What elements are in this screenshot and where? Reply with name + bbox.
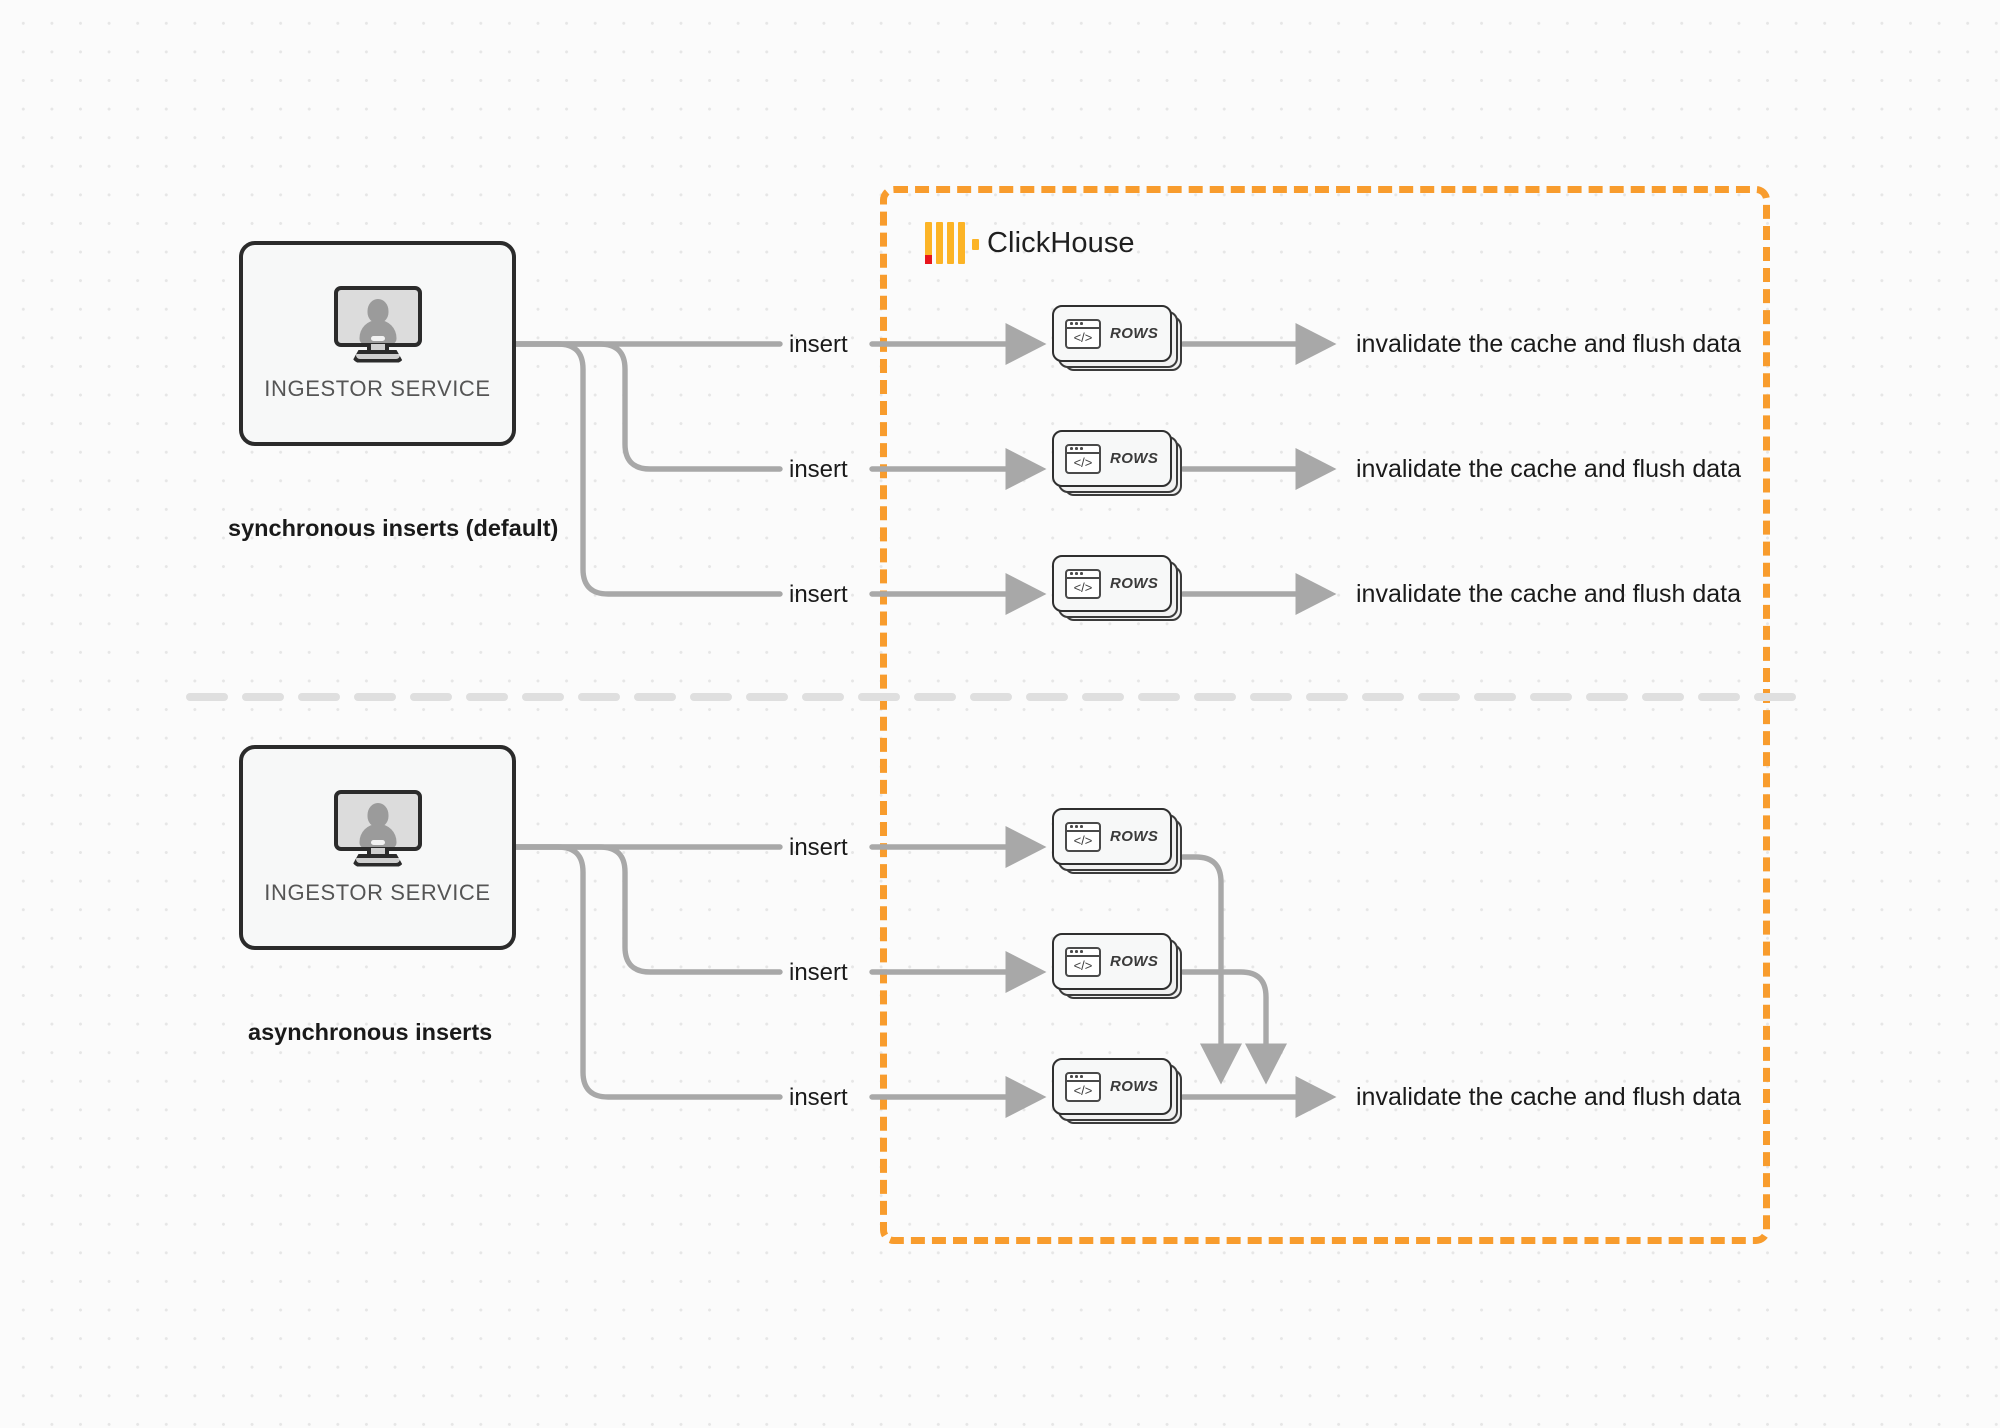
insert-label-sync-3: insert (789, 581, 848, 608)
ingestor-service-label: INGESTOR SERVICE (264, 375, 491, 401)
insert-label-async-2: insert (789, 959, 848, 986)
monitor-indicator (370, 335, 385, 341)
ingestor-service-sync[interactable]: INGESTOR SERVICE (239, 241, 516, 446)
code-window-glyph: </> (1073, 958, 1093, 973)
rows-node-async-1[interactable]: </> ROWS (1052, 808, 1184, 874)
code-window-glyph: </> (1073, 1083, 1093, 1098)
monitor-screen (333, 789, 422, 851)
output-label-sync-3: invalidate the cache and flush data (1356, 580, 1741, 608)
output-label-sync-1: invalidate the cache and flush data (1356, 330, 1741, 358)
code-window-glyph: </> (1073, 833, 1093, 848)
insert-label-async-1: insert (789, 834, 848, 861)
output-label-async: invalidate the cache and flush data (1356, 1083, 1741, 1111)
code-window-icon: </> (1065, 1071, 1101, 1102)
rows-label: ROWS (1110, 325, 1159, 342)
person-head (367, 802, 388, 827)
code-window-glyph: </> (1073, 580, 1093, 595)
code-window-titlebar (1067, 446, 1099, 454)
monitor-neck (366, 847, 389, 857)
code-window-titlebar (1067, 321, 1099, 329)
rows-card-front: </> ROWS (1052, 1058, 1172, 1115)
insert-label-async-3: insert (789, 1084, 848, 1111)
code-window-icon: </> (1065, 318, 1101, 349)
rows-node-async-2[interactable]: </> ROWS (1052, 933, 1184, 999)
rows-card-front: </> ROWS (1052, 808, 1172, 865)
clickhouse-label: ClickHouse (987, 226, 1135, 259)
ingestor-service-label: INGESTOR SERVICE (264, 879, 491, 905)
person-body (359, 823, 396, 847)
monitor-user-icon (333, 285, 422, 363)
rows-node-sync-2[interactable]: </> ROWS (1052, 430, 1184, 496)
rows-label: ROWS (1110, 828, 1159, 845)
caption-async: asynchronous inserts (248, 1019, 493, 1045)
logo-bar-3 (947, 222, 954, 264)
logo-bar-1 (925, 222, 932, 264)
code-window-titlebar (1067, 949, 1099, 957)
person-body (359, 319, 396, 343)
ingestor-service-async[interactable]: INGESTOR SERVICE (239, 745, 516, 950)
monitor-indicator (370, 839, 385, 845)
code-window-titlebar (1067, 824, 1099, 832)
rows-card-front: </> ROWS (1052, 933, 1172, 990)
insert-label-sync-2: insert (789, 456, 848, 483)
logo-bar-small (972, 239, 979, 250)
rows-label: ROWS (1110, 450, 1159, 467)
monitor-neck (366, 343, 389, 353)
code-window-glyph: </> (1073, 330, 1093, 345)
clickhouse-boundary (880, 186, 1770, 1244)
code-window-icon: </> (1065, 443, 1101, 474)
insert-label-sync-1: insert (789, 331, 848, 358)
clickhouse-brand: ClickHouse (925, 222, 1135, 264)
logo-bar-4 (958, 222, 965, 264)
code-window-titlebar (1067, 571, 1099, 579)
rows-node-sync-1[interactable]: </> ROWS (1052, 305, 1184, 371)
rows-card-front: </> ROWS (1052, 555, 1172, 612)
code-window-icon: </> (1065, 946, 1101, 977)
rows-label: ROWS (1110, 575, 1159, 592)
rows-node-async-3[interactable]: </> ROWS (1052, 1058, 1184, 1124)
monitor-user-icon (333, 789, 422, 867)
output-label-sync-2: invalidate the cache and flush data (1356, 455, 1741, 483)
rows-label: ROWS (1110, 1078, 1159, 1095)
monitor-base (351, 349, 404, 363)
rows-card-front: </> ROWS (1052, 430, 1172, 487)
logo-bar-2 (936, 222, 943, 264)
code-window-titlebar (1067, 1074, 1099, 1082)
rows-label: ROWS (1110, 953, 1159, 970)
rows-card-front: </> ROWS (1052, 305, 1172, 362)
code-window-icon: </> (1065, 568, 1101, 599)
code-window-icon: </> (1065, 821, 1101, 852)
caption-sync: synchronous inserts (default) (228, 515, 559, 541)
logo-red-accent (925, 255, 932, 264)
rows-node-sync-3[interactable]: </> ROWS (1052, 555, 1184, 621)
person-head (367, 298, 388, 323)
clickhouse-logo (925, 222, 979, 264)
monitor-base (351, 853, 404, 867)
code-window-glyph: </> (1073, 455, 1093, 470)
